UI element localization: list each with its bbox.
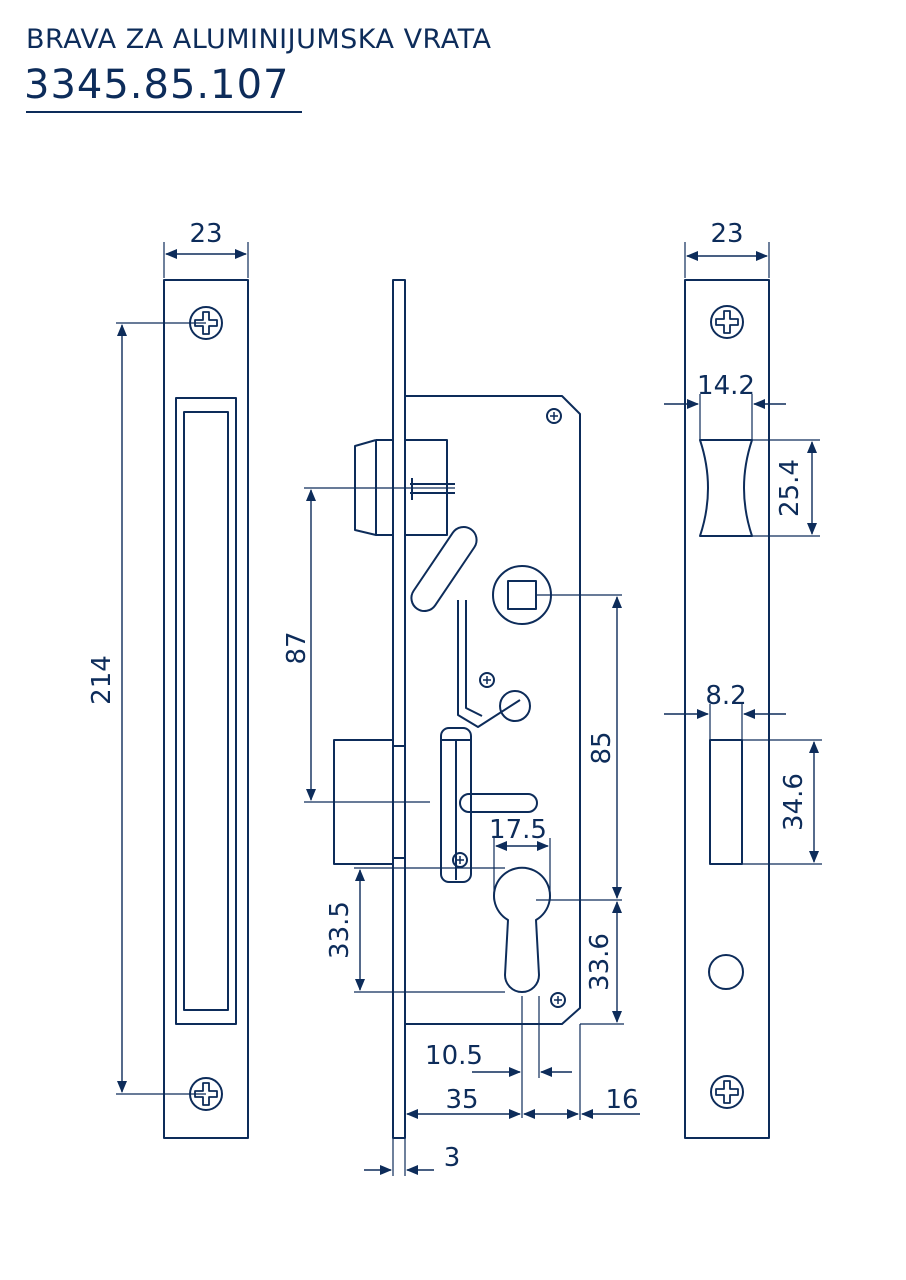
cylinder-cutout	[493, 866, 551, 993]
dim-backset: 35	[445, 1085, 478, 1115]
dim-cylinder-lower: 33.5	[325, 901, 355, 959]
lock-body	[333, 279, 581, 1139]
dim-right-plate-width: 23	[710, 219, 743, 249]
dim-latch-to-bolt: 87	[282, 631, 312, 664]
product-code: 3345.85.107	[24, 62, 290, 108]
latch-lever	[457, 600, 521, 728]
screw-icon	[550, 992, 566, 1008]
dim-bolt-opening-height: 34.6	[779, 773, 809, 831]
dim-latch-opening-height: 25.4	[775, 459, 805, 517]
round-hole-icon	[708, 954, 744, 990]
dim-cylinder-slot: 10.5	[425, 1041, 483, 1071]
dim-handle-to-cylinder: 85	[587, 731, 617, 764]
screw-icon	[710, 1075, 744, 1109]
dim-left-screw-spacing: 214	[87, 655, 117, 705]
screw-icon	[710, 305, 744, 339]
screw-icon	[452, 852, 468, 868]
dim-case-offset: 16	[605, 1085, 638, 1115]
connecting-rod	[440, 727, 472, 883]
left-strike-plate	[163, 279, 249, 1139]
dim-latch-opening-width: 14.2	[697, 371, 755, 401]
dim-cylinder-width: 17.5	[489, 815, 547, 845]
bolt-opening	[709, 739, 743, 865]
dim-left-plate-width: 23	[189, 219, 222, 249]
screw-icon	[546, 408, 562, 424]
title-underline	[26, 111, 302, 113]
dim-bolt-opening-width: 8.2	[705, 681, 746, 711]
spindle-square-icon	[507, 580, 537, 610]
dim-cylinder-upper: 33.6	[585, 933, 615, 991]
page-title: BRAVA ZA ALUMINIJUMSKA VRATA	[26, 24, 492, 55]
dim-faceplate-thickness: 3	[444, 1143, 461, 1173]
screw-icon	[479, 672, 495, 688]
